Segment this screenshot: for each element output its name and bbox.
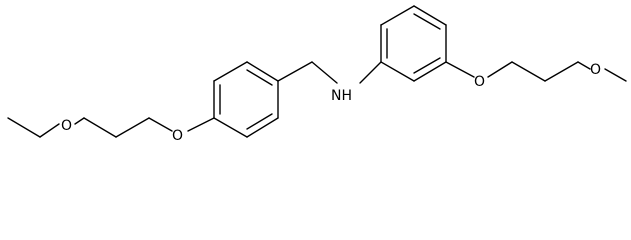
- bond: [39, 123, 60, 138]
- double-bond: [246, 69, 273, 86]
- bond: [413, 5, 447, 26]
- bond: [511, 61, 546, 82]
- bond: [213, 61, 248, 82]
- bond: [359, 61, 382, 84]
- double-bond: [246, 113, 273, 130]
- bond: [380, 61, 415, 82]
- bond: [544, 61, 579, 82]
- bond: [413, 61, 447, 82]
- bond: [246, 61, 279, 82]
- atom-oxygen: O: [474, 74, 485, 90]
- bond: [380, 5, 415, 26]
- atom-oxygen: O: [590, 62, 601, 78]
- bond: [7, 117, 41, 138]
- bond: [445, 61, 475, 78]
- left-benzene-ring: [213, 61, 279, 138]
- bond: [577, 61, 591, 70]
- double-bond: [413, 13, 441, 30]
- atom-oxygen: O: [172, 128, 183, 144]
- atom-nh: NH: [331, 88, 352, 104]
- bond: [115, 117, 150, 138]
- bond: [148, 117, 173, 132]
- bond: [74, 117, 85, 125]
- double-bond: [413, 57, 441, 74]
- bond: [83, 117, 117, 138]
- atom-oxygen: O: [61, 118, 72, 134]
- bond: [213, 117, 248, 138]
- chemical-structure: NH O O O O: [7, 5, 627, 144]
- bond: [311, 61, 338, 84]
- bond: [604, 68, 627, 82]
- bond: [246, 117, 279, 138]
- bond: [487, 61, 513, 78]
- bond: [187, 117, 215, 132]
- right-benzene-ring: [380, 5, 447, 82]
- bond: [277, 61, 313, 82]
